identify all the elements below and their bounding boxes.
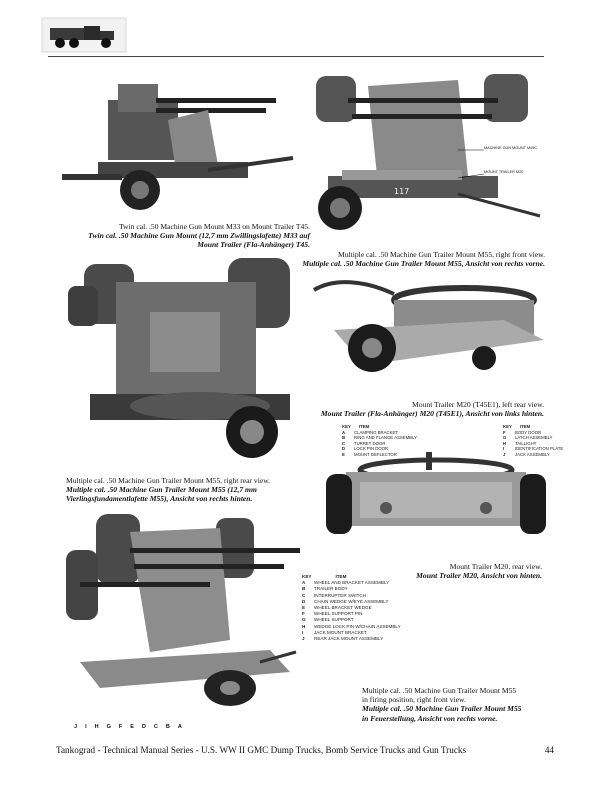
photo-m55-front: 117 xyxy=(308,66,548,246)
key-letter: F xyxy=(502,429,506,435)
key-letter: C xyxy=(302,592,306,598)
key-header: KEY xyxy=(502,424,512,429)
key-header: KEY xyxy=(342,424,351,429)
page-number: 44 xyxy=(544,745,554,755)
key-item: REAR JACK MOUNT ASSEMBLY xyxy=(314,636,384,642)
key-letter: D xyxy=(302,598,306,604)
key-letter: D xyxy=(342,446,346,452)
key-item: WHEEL BRACKET WEDGE xyxy=(314,605,372,611)
key-letter: H xyxy=(302,623,306,629)
photo-plate-number: 117 xyxy=(394,187,409,196)
callout-d: D xyxy=(141,724,146,730)
key-letter: G xyxy=(502,435,507,441)
key-letter: G xyxy=(302,617,306,623)
caption-m55-front: Multiple cal. .50 Machine Gun Trailer Mo… xyxy=(300,250,545,268)
footer-title: Tankograd - Technical Manual Series - U.… xyxy=(56,745,467,755)
key-letter: F xyxy=(302,611,305,617)
key-m20-left: KEY ITEM A CLAMPING BRACKET B RING AND FLAN… xyxy=(342,424,417,458)
callout-c: C xyxy=(153,724,158,730)
key-letter: E xyxy=(302,605,306,611)
key-item: WEDGE LOCK PIN W/CHAIN ASSEMBLY xyxy=(314,623,401,629)
caption-m55-firing: Multiple cal. .50 Machine Gun Trailer Mo… xyxy=(362,686,562,723)
key-letter: H xyxy=(502,440,507,446)
callout-e: E xyxy=(130,724,134,730)
key-item: LATCH ASSEMBLY xyxy=(514,435,553,441)
photo-m55-rear xyxy=(60,256,300,476)
caption-m55-rear: Multiple cal. .50 Machine Gun Trailer Mo… xyxy=(66,476,316,504)
caption-m55-firing-en1: Multiple cal. .50 Machine Gun Trailer Mo… xyxy=(362,686,517,695)
key-item: WHEEL AND BRACKET ASSEMBLY xyxy=(314,580,390,586)
label-mount-trailer: MOUNT TRAILER M20 xyxy=(484,170,524,174)
photo-m55-firing xyxy=(60,512,300,732)
caption-m33: Twin cal. .50 Machine Gun Mount M33 on M… xyxy=(70,222,310,250)
key-letter: A xyxy=(342,429,346,435)
caption-m55-front-de: Multiple cal. .50 Machine Gun Trailer Mo… xyxy=(302,259,545,269)
caption-m33-en: Twin cal. .50 Machine Gun Mount M33 on M… xyxy=(118,222,310,231)
photo-m20-rear xyxy=(326,452,546,562)
caption-m20-left-de: Mount Trailer (Fla-Anhänger) M20 (T45E1)… xyxy=(320,409,544,419)
callout-i: I xyxy=(85,724,87,730)
key-item: JACK ASSEMBLY xyxy=(514,451,550,457)
key-letter: C xyxy=(342,440,346,446)
header-rule xyxy=(48,56,544,57)
key-letter: A xyxy=(302,580,306,586)
callout-g: G xyxy=(106,724,111,730)
key-item: IDENTIFICATION PLATE xyxy=(514,446,564,452)
key-item: MOUNT DEFLECTOR xyxy=(354,451,397,457)
caption-m20-left: Mount Trailer M20 (T45E1), left rear vie… xyxy=(300,400,544,418)
key-m20: KEY ITEM A CLAMPING BRACKET B RING AND FLAN… xyxy=(342,424,563,458)
key-item: CLAMPING BRACKET xyxy=(354,429,398,435)
callout-a: A xyxy=(177,724,182,730)
caption-m33-de: Twin cal. .50 Machine Gun Mount (12,7 mm… xyxy=(88,231,310,250)
caption-m55-front-en: Multiple cal. .50 Machine Gun Trailer Mo… xyxy=(337,250,545,259)
item-header: ITEM xyxy=(519,424,531,429)
key-item: WHEEL SUPPORT PIN xyxy=(314,611,363,617)
key-item: TRAILER BODY xyxy=(314,586,348,592)
caption-m20-rear: Mount Trailer M20, rear view. Mount Trai… xyxy=(330,562,542,580)
item-header: ITEM xyxy=(358,424,370,429)
key-item: TURRET DOOR xyxy=(354,440,386,446)
caption-m20-rear-en: Mount Trailer M20, rear view. xyxy=(449,562,542,571)
callout-f: F xyxy=(118,724,123,730)
key-letter: J xyxy=(502,451,506,457)
label-gun-mount: MACHINE GUN MOUNT M45C xyxy=(484,146,538,150)
key-letter: I xyxy=(302,629,304,635)
key-letter: I xyxy=(502,446,505,452)
callout-b: B xyxy=(165,724,170,730)
key-letter: J xyxy=(302,636,305,642)
callout-j: J xyxy=(74,724,78,730)
header-truck-logo xyxy=(40,14,128,54)
key-item: JACK MOUNT BRACKET xyxy=(314,629,367,635)
key-item: WHEEL SUPPORT xyxy=(314,617,354,623)
item-header: ITEM xyxy=(335,574,347,579)
key-item: RING AND FLANGE ASSEMBLY xyxy=(354,435,417,441)
caption-m20-left-en: Mount Trailer M20 (T45E1), left rear vie… xyxy=(412,400,544,409)
callout-h: H xyxy=(94,724,99,730)
key-item: INTERRUPTER SWITCH xyxy=(314,592,367,598)
photo-m33-mount xyxy=(58,70,298,220)
photo-m20-left xyxy=(304,270,548,390)
caption-m55-rear-en: Multiple cal. .50 Machine Gun Trailer Mo… xyxy=(66,476,271,485)
key-item: BODY DOOR xyxy=(514,429,542,435)
caption-m55-firing-de2: in Feuerstellung, Ansicht von rechts vor… xyxy=(362,713,498,723)
key-letter: B xyxy=(342,435,346,441)
key-m55: KEY ITEM A WHEEL AND BRACKET ASSEMBLY B TRA… xyxy=(302,574,462,642)
caption-m20-rear-de: Mount Trailer M20, Ansicht von hinten. xyxy=(416,571,542,581)
key-item: TAILLIGHT xyxy=(514,440,537,446)
caption-m55-firing-de1: Multiple cal. .50 Machine Gun Trailer Mo… xyxy=(362,704,522,714)
key-m20-right: KEY ITEM F BODY DOOR G LATCH ASSEMBLY H TAIL… xyxy=(503,424,563,458)
callout-row: J I H G F E D C B A xyxy=(74,724,182,730)
key-item: CHAIN WEDGE W/EYE ASSEMBLY xyxy=(314,598,389,604)
key-letter: E xyxy=(342,451,345,457)
key-header: KEY xyxy=(302,574,312,579)
key-item: LOCK PIN DOOR xyxy=(354,446,389,452)
caption-m55-firing-en2: in firing position, right front view. xyxy=(362,695,466,705)
caption-m55-rear-de: Multiple cal. .50 Machine Gun Trailer Mo… xyxy=(66,485,257,504)
key-letter: B xyxy=(302,586,306,592)
